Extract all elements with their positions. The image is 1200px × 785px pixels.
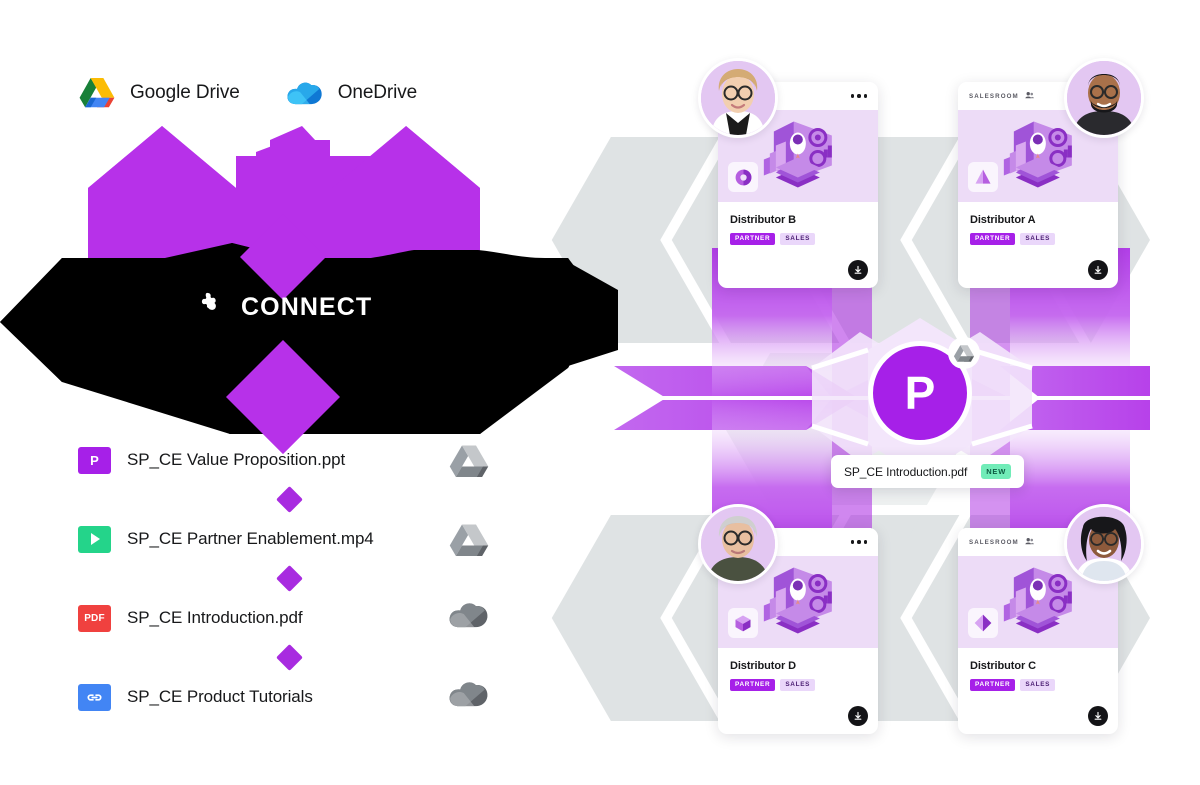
status-badge-new: NEW [981, 464, 1012, 479]
file-separator [78, 559, 498, 598]
tag-sales: SALES [1020, 679, 1056, 692]
card-room-label: SALESROOM [969, 537, 1034, 547]
avatar-distributor-c [1064, 504, 1144, 584]
download-icon[interactable] [1088, 706, 1108, 726]
file-list: P SP_CE Value Proposition.ppt SP_CE Part… [78, 440, 498, 717]
card-body: Distributor D PARTNER SALES [718, 648, 878, 734]
avatar-distributor-b [698, 58, 778, 138]
download-icon[interactable] [1088, 260, 1108, 280]
card-title: Distributor D [730, 660, 796, 672]
file-name: SP_CE Product Tutorials [127, 687, 313, 706]
hub-rosette-separators [811, 347, 1033, 447]
file-type-icon-video [78, 525, 111, 553]
tag-partner: PARTNER [730, 679, 776, 692]
tag-sales: SALES [780, 679, 816, 692]
file-name: SP_CE Value Proposition.ppt [127, 450, 346, 469]
central-hub[interactable]: P [868, 337, 980, 445]
card-tags: PARTNER SALES [730, 679, 866, 692]
more-options-icon[interactable] [850, 540, 867, 544]
tag-partner: PARTNER [970, 679, 1016, 692]
file-row[interactable]: SP_CE Partner Enablement.mp4 [78, 519, 498, 559]
avatar-distributor-a [1064, 58, 1144, 138]
google-drive-grey-logo-icon [948, 337, 980, 369]
tag-partner: PARTNER [730, 233, 776, 246]
card-title: Distributor C [970, 660, 1036, 672]
card-body: Distributor A PARTNER SALES [958, 202, 1118, 288]
file-name: SP_CE Introduction.pdf [127, 608, 303, 627]
more-options-icon[interactable] [850, 94, 867, 98]
card-tags: PARTNER SALES [970, 679, 1106, 692]
onedrive-grey-logo-icon [448, 600, 490, 636]
card-tags: PARTNER SALES [730, 233, 866, 246]
cone-icon [968, 162, 998, 192]
file-separator [78, 638, 498, 677]
file-name: SP_CE Partner Enablement.mp4 [127, 529, 374, 548]
card-body: Distributor B PARTNER SALES [718, 202, 878, 288]
google-drive-grey-logo-icon [448, 521, 490, 557]
card-thumbnail [718, 556, 878, 648]
download-icon[interactable] [848, 260, 868, 280]
members-icon [1025, 91, 1034, 101]
onedrive-grey-logo-icon [448, 679, 490, 715]
card-room-label: SALESROOM [969, 91, 1034, 101]
rocket-illustration-icon [754, 114, 846, 199]
cloud-sources-row: Google Drive OneDrive [78, 76, 417, 110]
separator-diamond-icon [276, 565, 303, 592]
cloud-source-google-drive[interactable]: Google Drive [78, 76, 240, 110]
diamond-icon [968, 608, 998, 638]
file-row[interactable]: PDF SP_CE Introduction.pdf [78, 598, 498, 638]
file-type-icon-pdf: PDF [78, 604, 111, 632]
rocket-illustration-icon [994, 114, 1086, 199]
connect-label: CONNECT [241, 293, 373, 321]
google-drive-logo-icon [78, 76, 116, 110]
card-body: Distributor C PARTNER SALES [958, 648, 1118, 734]
coin-icon [728, 162, 758, 192]
card-thumbnail [958, 556, 1118, 648]
cloud-source-onedrive[interactable]: OneDrive [286, 76, 417, 110]
tag-sales: SALES [1020, 233, 1056, 246]
cloud-source-label: Google Drive [130, 82, 240, 103]
rocket-illustration-icon [754, 560, 846, 645]
card-title: Distributor B [730, 214, 796, 226]
members-icon [1025, 537, 1034, 547]
google-drive-grey-logo-icon [448, 442, 490, 478]
purple-peaks [88, 126, 480, 266]
tag-sales: SALES [780, 233, 816, 246]
onedrive-logo-icon [286, 76, 324, 110]
file-type-icon-link [78, 683, 111, 711]
file-separator [78, 480, 498, 519]
card-title: Distributor A [970, 214, 1036, 226]
cube-icon [728, 608, 758, 638]
download-icon[interactable] [848, 706, 868, 726]
card-thumbnail [718, 110, 878, 202]
file-row[interactable]: P SP_CE Value Proposition.ppt [78, 440, 498, 480]
puzzle-piece-icon [196, 290, 226, 325]
connect-badge: CONNECT [196, 290, 372, 325]
separator-diamond-icon [276, 644, 303, 671]
file-row[interactable]: SP_CE Product Tutorials [78, 677, 498, 717]
card-tags: PARTNER SALES [970, 233, 1106, 246]
cloud-source-label: OneDrive [337, 82, 418, 103]
file-pill[interactable]: SP_CE Introduction.pdf NEW [831, 455, 1025, 488]
rocket-illustration-icon [994, 560, 1086, 645]
avatar-distributor-d [698, 504, 778, 584]
tag-partner: PARTNER [970, 233, 1016, 246]
separator-diamond-icon [276, 486, 303, 513]
file-pill-name: SP_CE Introduction.pdf [844, 464, 968, 479]
file-type-icon-ppt: P [78, 446, 111, 474]
